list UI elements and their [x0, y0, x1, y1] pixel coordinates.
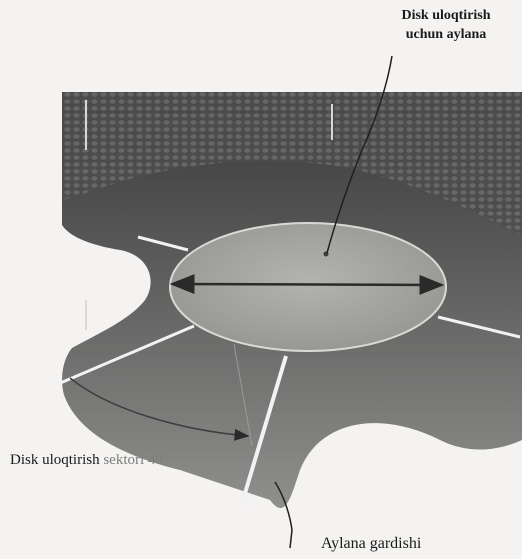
throwing-circle-label: Disk uloqtirish uchun aylana [372, 6, 520, 44]
diameter-arrow [172, 284, 442, 285]
throwing-circle-label-line1: Disk uloqtirish [372, 6, 520, 25]
circle-rim-label: Aylana gardishi [321, 535, 421, 553]
throwing-sector-label: Disk uloqtirish sektori 40 [10, 452, 163, 469]
throwing-circle-label-line2: uchun aylana [372, 25, 520, 44]
throwing-sector-label-main: Disk uloqtirish [10, 452, 100, 468]
throwing-circle [170, 223, 446, 351]
throwing-sector-label-faint: sektori 40 [103, 452, 163, 468]
